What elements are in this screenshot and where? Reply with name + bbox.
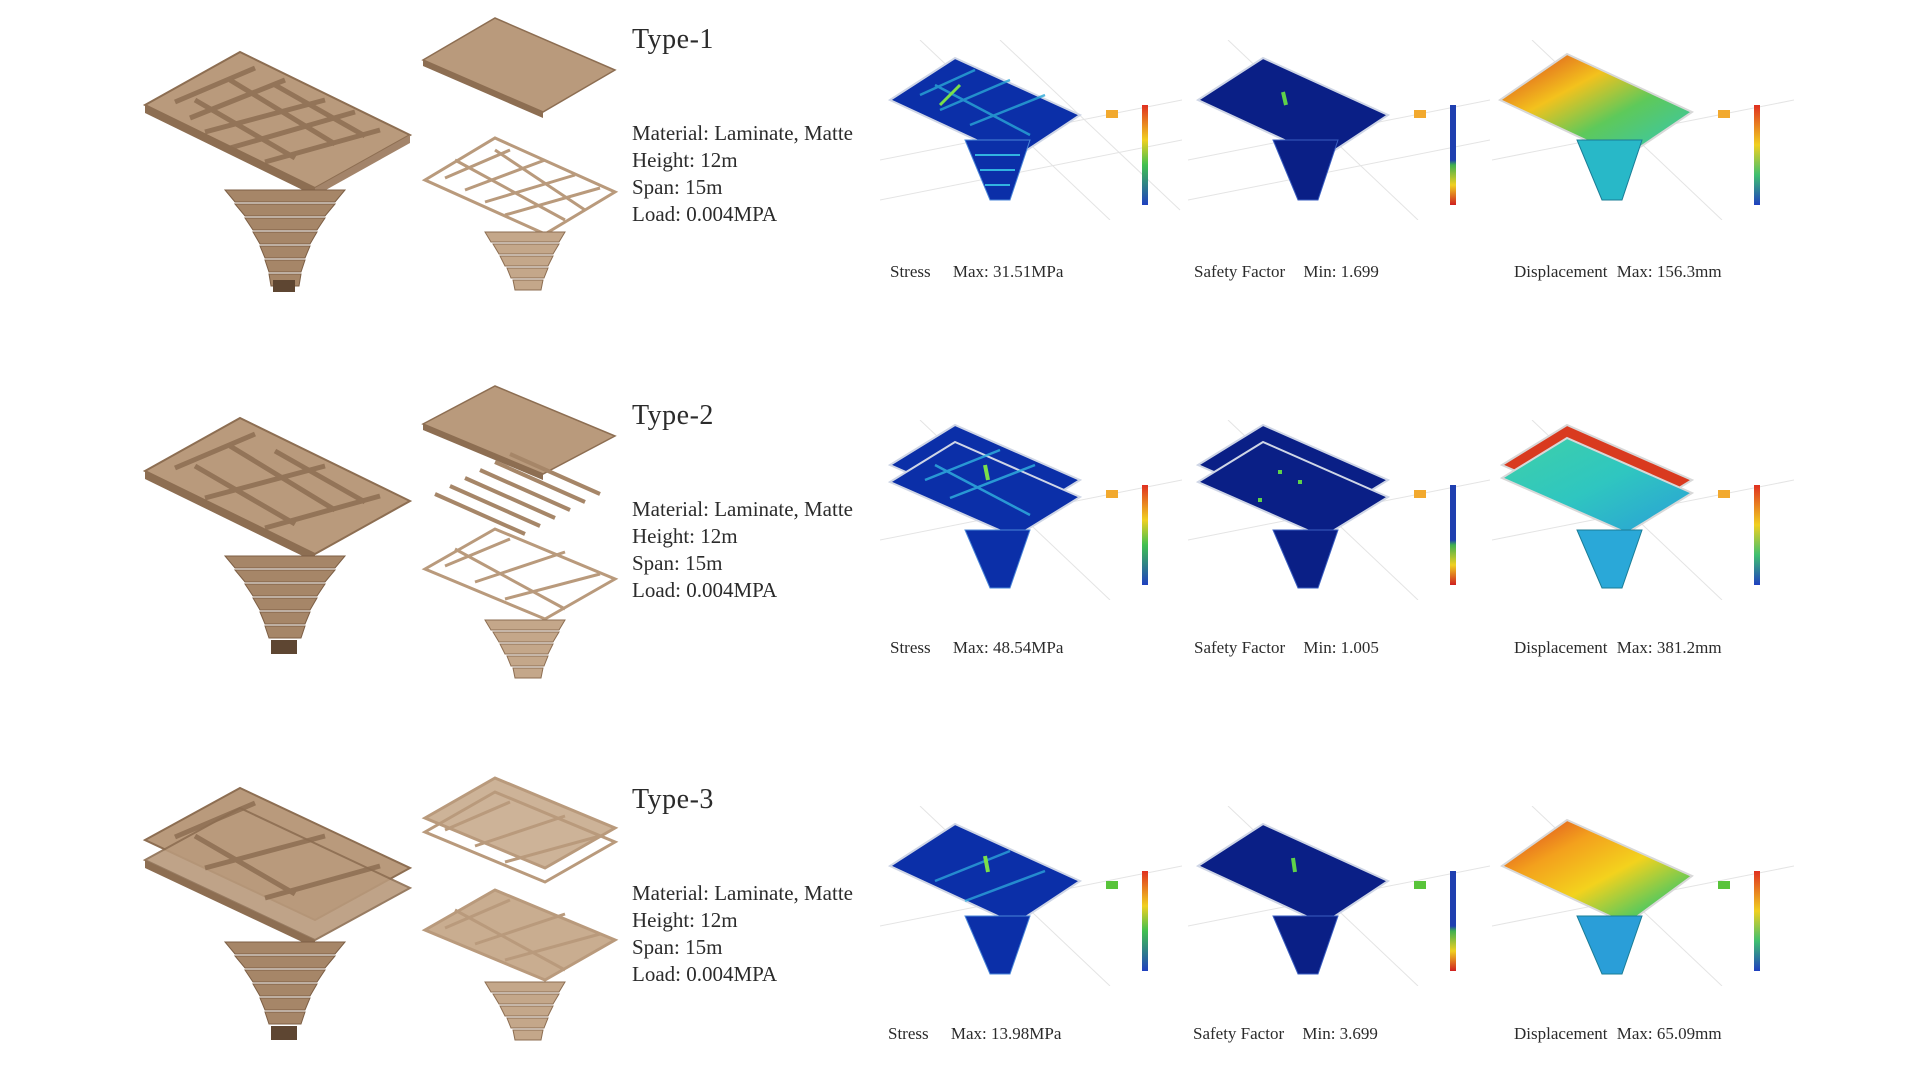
load-spec: Load: 0.004MPA xyxy=(632,202,778,226)
type-1-title: Type-1 xyxy=(632,24,714,55)
stress-label: Stress xyxy=(890,262,931,281)
type-2-exploded-model xyxy=(415,384,625,679)
type-3-row: Type-3 Material: Laminate, Matte Height:… xyxy=(0,760,1920,1090)
safety-value: Min: 3.699 xyxy=(1302,1024,1378,1043)
safety-label: Safety Factor xyxy=(1194,262,1286,281)
type-2-specs: Material: Laminate, Matte Height: 12m Sp… xyxy=(632,496,853,604)
displacement-label: Displacement xyxy=(1514,638,1608,657)
type-2-title: Type-2 xyxy=(632,400,714,431)
type-3-specs: Material: Laminate, Matte Height: 12m Sp… xyxy=(632,880,853,988)
safety-value: Min: 1.005 xyxy=(1303,638,1379,657)
span-spec: Span: 15m xyxy=(632,551,723,575)
type-2-row: Type-2 Material: Laminate, Matte Height:… xyxy=(0,376,1920,706)
type-3-safety-factor-simulation xyxy=(1188,806,1490,986)
type-1-specs: Material: Laminate, Matte Height: 12m Sp… xyxy=(632,120,853,228)
type-3-safety-caption: Safety Factor Min: 3.699 xyxy=(1193,1024,1378,1044)
type-2-displacement-simulation xyxy=(1492,420,1794,600)
type-1-row: Type-1 Material: Laminate, Matte Height:… xyxy=(0,0,1920,330)
type-2-stress-caption: Stress Max: 48.54MPa xyxy=(890,638,1063,658)
type-1-stress-simulation xyxy=(880,40,1182,220)
type-1-assembled-model xyxy=(135,40,425,300)
span-spec: Span: 15m xyxy=(632,175,723,199)
type-2-safety-factor-simulation xyxy=(1188,420,1490,600)
type-3-stress-simulation xyxy=(880,806,1182,986)
stress-value: Max: 13.98MPa xyxy=(950,1024,1062,1043)
load-spec: Load: 0.004MPA xyxy=(632,578,778,602)
material-spec: Material: Laminate, Matte xyxy=(632,121,853,145)
displacement-value: Max: 65.09mm xyxy=(1616,1024,1722,1043)
type-1-stress-caption: Stress Max: 31.51MPa xyxy=(890,262,1063,282)
type-2-displacement-caption: Displacement Max: 381.2mm xyxy=(1514,638,1722,658)
height-spec: Height: 12m xyxy=(632,908,738,932)
type-3-stress-caption: Stress Max: 13.98MPa xyxy=(888,1024,1061,1044)
displacement-label: Displacement xyxy=(1514,262,1608,281)
type-2-safety-caption: Safety Factor Min: 1.005 xyxy=(1194,638,1379,658)
displacement-label: Displacement xyxy=(1514,1024,1608,1043)
type-3-assembled-model xyxy=(135,780,425,1040)
type-3-title: Type-3 xyxy=(632,784,714,815)
type-2-assembled-model xyxy=(135,406,425,666)
safety-value: Min: 1.699 xyxy=(1303,262,1379,281)
type-3-exploded-model xyxy=(415,770,625,1060)
type-1-exploded-model xyxy=(415,10,625,300)
material-spec: Material: Laminate, Matte xyxy=(632,881,853,905)
type-2-stress-simulation xyxy=(880,420,1182,600)
stress-label: Stress xyxy=(890,638,931,657)
type-1-displacement-simulation xyxy=(1492,40,1794,220)
height-spec: Height: 12m xyxy=(632,524,738,548)
height-spec: Height: 12m xyxy=(632,148,738,172)
stress-value: Max: 31.51MPa xyxy=(952,262,1064,281)
type-1-displacement-caption: Displacement Max: 156.3mm xyxy=(1514,262,1722,282)
displacement-value: Max: 381.2mm xyxy=(1616,638,1722,657)
safety-label: Safety Factor xyxy=(1194,638,1286,657)
type-1-safety-factor-simulation xyxy=(1188,40,1490,220)
type-3-displacement-caption: Displacement Max: 65.09mm xyxy=(1514,1024,1722,1044)
type-3-displacement-simulation xyxy=(1492,806,1794,986)
type-1-safety-caption: Safety Factor Min: 1.699 xyxy=(1194,262,1379,282)
stress-value: Max: 48.54MPa xyxy=(952,638,1064,657)
stress-label: Stress xyxy=(888,1024,929,1043)
span-spec: Span: 15m xyxy=(632,935,723,959)
load-spec: Load: 0.004MPA xyxy=(632,962,778,986)
safety-label: Safety Factor xyxy=(1193,1024,1285,1043)
material-spec: Material: Laminate, Matte xyxy=(632,497,853,521)
displacement-value: Max: 156.3mm xyxy=(1616,262,1722,281)
